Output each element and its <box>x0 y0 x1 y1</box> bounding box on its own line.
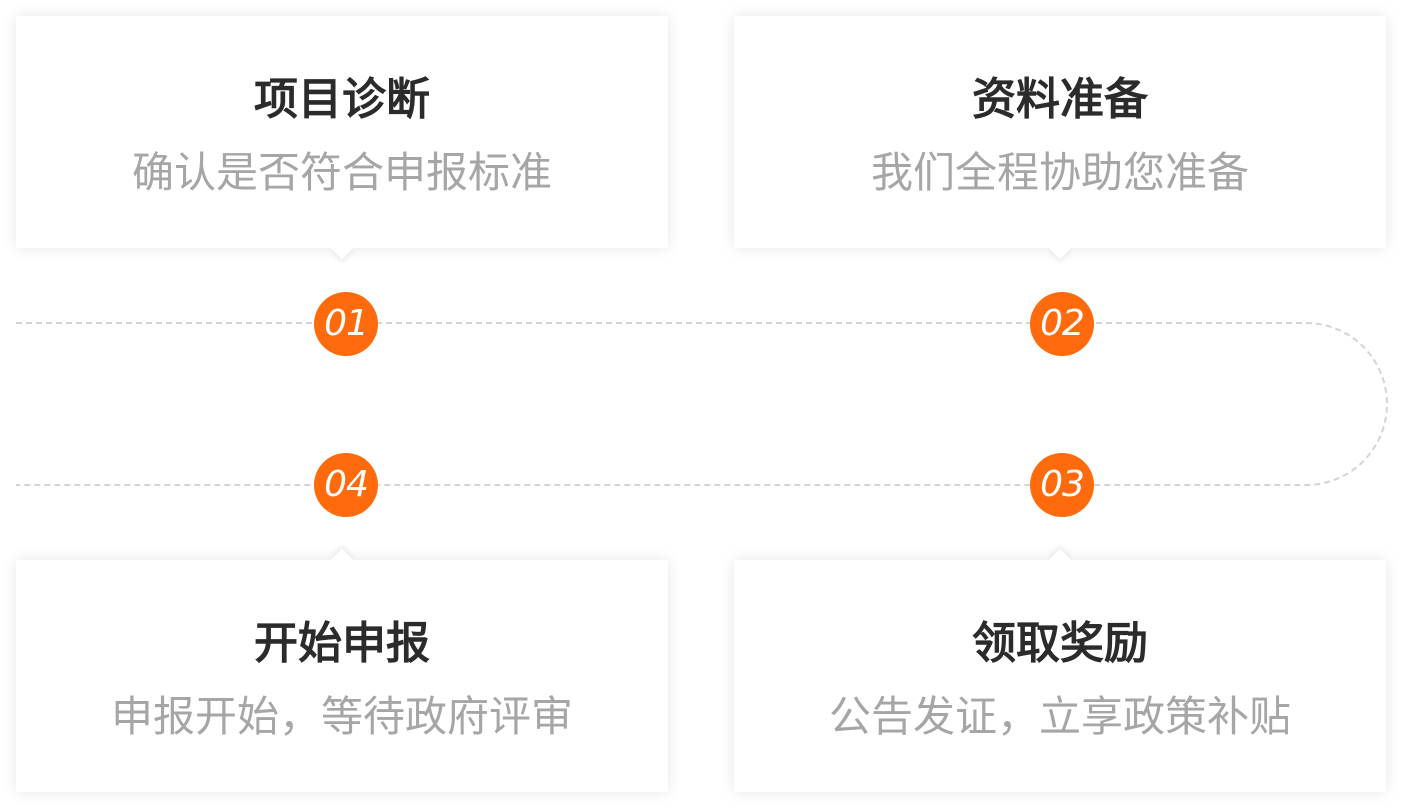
step-number-badge-4: 04 <box>314 453 378 517</box>
step-description: 我们全程协助您准备 <box>870 148 1249 197</box>
step-title: 领取奖励 <box>972 618 1148 669</box>
step-card-2: 资料准备 我们全程协助您准备 <box>734 16 1386 260</box>
step-card-4: 开始申报 申报开始，等待政府评审 <box>16 548 668 792</box>
step-description: 确认是否符合申报标准 <box>131 148 552 197</box>
step-card-3: 领取奖励 公告发证，立享政策补贴 <box>734 548 1386 792</box>
step-number-badge-2: 02 <box>1030 292 1094 356</box>
step-description: 申报开始，等待政府评审 <box>110 692 573 741</box>
step-title: 开始申报 <box>254 618 430 669</box>
step-title: 资料准备 <box>972 74 1148 125</box>
step-number-badge-3: 03 <box>1030 453 1094 517</box>
step-card-1: 项目诊断 确认是否符合申报标准 <box>16 16 668 260</box>
step-title: 项目诊断 <box>254 74 430 125</box>
step-description: 公告发证，立享政策补贴 <box>828 692 1291 741</box>
step-number-badge-1: 01 <box>314 292 378 356</box>
